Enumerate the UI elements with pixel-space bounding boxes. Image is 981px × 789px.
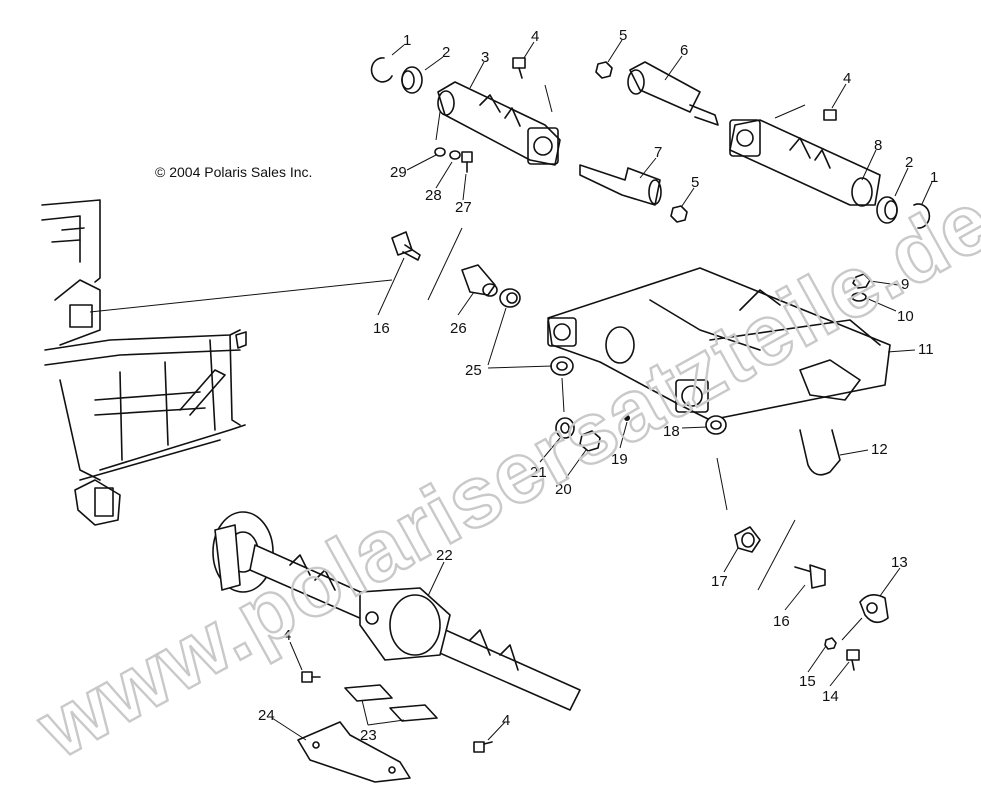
part-23-decals xyxy=(344,684,438,722)
callout-5-lower: 5 xyxy=(691,174,699,191)
part-18-bushing xyxy=(705,415,727,435)
part-29-washer xyxy=(434,147,446,157)
callout-11: 11 xyxy=(918,341,934,358)
callout-12: 12 xyxy=(871,441,888,458)
part-8-pivot-housing-right xyxy=(729,119,881,207)
part-27-bolt xyxy=(461,151,473,173)
part-1-snap-ring xyxy=(370,57,393,83)
part-17-pivot-bolt xyxy=(734,526,761,553)
callout-3: 3 xyxy=(481,49,489,66)
callout-1: 1 xyxy=(403,32,411,49)
callout-21: 21 xyxy=(530,464,547,481)
part-3-pivot-housing xyxy=(437,81,561,166)
callout-8: 8 xyxy=(874,137,882,154)
callout-19: 19 xyxy=(611,451,628,468)
part-1-snap-ring-right xyxy=(913,203,931,229)
callout-24: 24 xyxy=(258,707,275,724)
part-20-nut xyxy=(579,430,601,452)
callout-4-lower-left: 4 xyxy=(283,627,291,644)
part-2-bearing xyxy=(401,66,423,94)
part-4-bolt-top xyxy=(512,57,526,79)
callout-4: 4 xyxy=(531,28,539,45)
part-25-bushing xyxy=(499,288,521,308)
callout-17: 17 xyxy=(711,573,728,590)
part-26-bushing xyxy=(461,264,498,297)
callout-4-right: 4 xyxy=(843,70,851,87)
part-9-nut xyxy=(852,273,871,289)
callout-14: 14 xyxy=(822,688,839,705)
part-25-bushing-lower xyxy=(550,356,574,376)
part-5-nut-top xyxy=(595,61,613,79)
callout-2: 2 xyxy=(442,44,450,61)
callout-5: 5 xyxy=(619,27,627,44)
part-21-washer xyxy=(555,417,575,439)
callout-1-right: 1 xyxy=(930,169,938,186)
callout-10: 10 xyxy=(897,308,914,325)
part-22-rear-axle xyxy=(212,511,581,711)
callout-29: 29 xyxy=(390,164,407,181)
callout-20: 20 xyxy=(555,481,572,498)
callout-27: 27 xyxy=(455,199,472,216)
part-4-bolt-lower-left xyxy=(301,671,321,683)
part-15-nut xyxy=(824,637,837,650)
callout-22: 22 xyxy=(436,547,453,564)
part-10-washer xyxy=(851,292,867,302)
callout-4-lower-right: 4 xyxy=(502,712,510,729)
callout-9: 9 xyxy=(901,276,909,293)
callout-15: 15 xyxy=(799,673,816,690)
part-11-swing-arm xyxy=(547,267,891,421)
part-12-u-bolt xyxy=(799,429,841,476)
part-16-pivot-bolt-top xyxy=(391,231,421,261)
callout-18: 18 xyxy=(663,423,680,440)
part-7-shaft xyxy=(579,164,662,206)
vehicle-frame xyxy=(41,199,393,526)
callout-26: 26 xyxy=(450,320,467,337)
part-16-pivot-bolt-lower xyxy=(794,564,826,589)
part-28-washer xyxy=(449,150,461,160)
callout-13: 13 xyxy=(891,554,908,571)
part-13-cover xyxy=(859,594,889,624)
part-5-nut-lower xyxy=(670,205,688,223)
part-4-bolt-lower-right xyxy=(473,741,493,753)
callout-25: 25 xyxy=(465,362,482,379)
part-2-bearing-right xyxy=(876,196,898,224)
callout-23: 23 xyxy=(360,727,377,744)
part-24-skid-plate xyxy=(297,721,411,783)
callout-6: 6 xyxy=(680,42,688,59)
callout-7: 7 xyxy=(654,144,662,161)
part-4-bolt-right xyxy=(823,109,837,121)
part-14-bolt xyxy=(846,649,860,671)
callout-2-right: 2 xyxy=(905,154,913,171)
callout-16: 16 xyxy=(373,320,390,337)
callout-labels: 1 2 3 4 5 6 4 8 2 1 29 28 27 7 5 9 10 11… xyxy=(258,27,938,744)
callout-16-lower: 16 xyxy=(773,613,790,630)
copyright-notice: © 2004 Polaris Sales Inc. xyxy=(155,164,313,180)
part-19-grease-fitting xyxy=(624,415,630,421)
callout-28: 28 xyxy=(425,187,442,204)
part-6-sleeve xyxy=(627,61,719,126)
callout-leaders xyxy=(271,39,933,741)
